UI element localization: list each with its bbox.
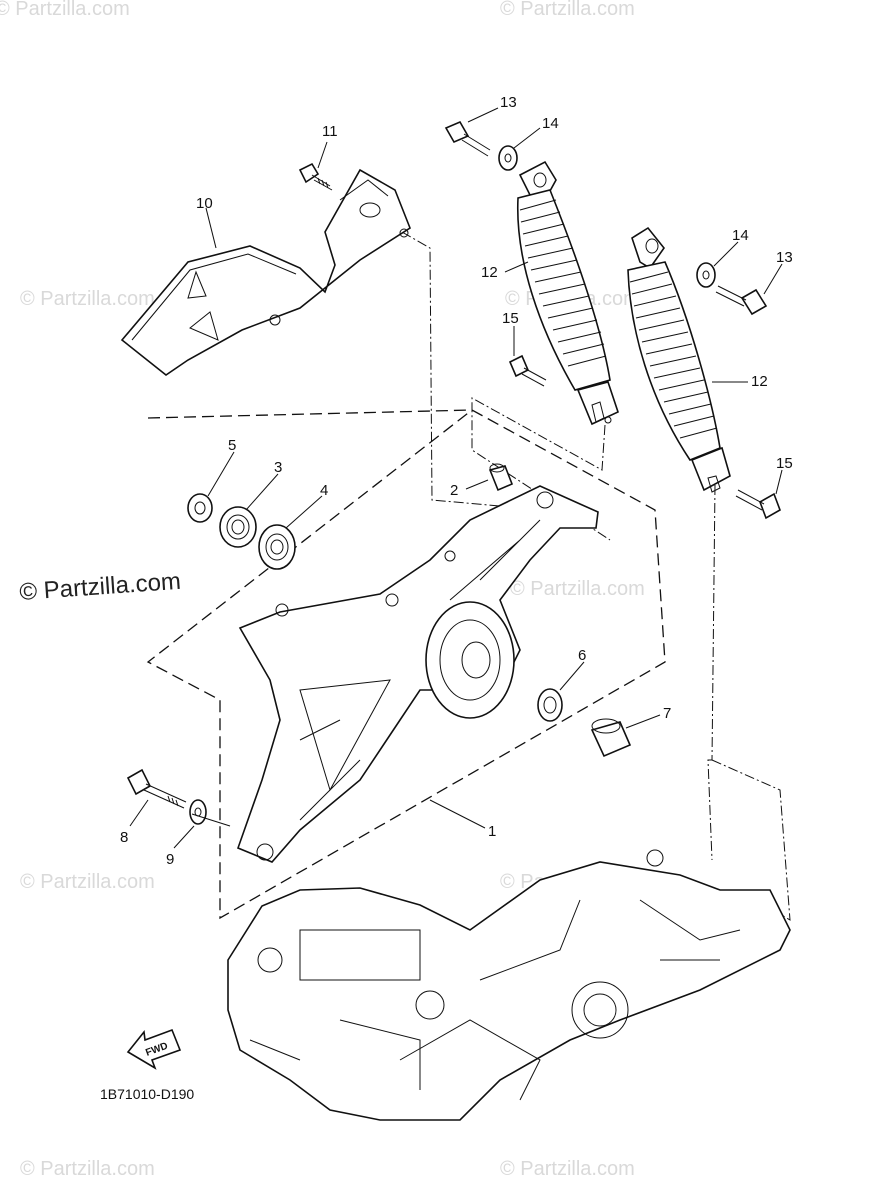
fwd-arrow-icon: FWD <box>126 1028 182 1070</box>
watermark: © Partzilla.com <box>510 578 645 600</box>
assembly-boundary <box>146 409 666 920</box>
part-15-bolt-left <box>508 354 547 387</box>
callout-3: 3 <box>274 459 282 476</box>
part-9-washer <box>189 799 207 825</box>
callout-leaders <box>129 107 783 849</box>
callout-10: 10 <box>196 195 213 212</box>
callout-12-right: 12 <box>751 373 768 390</box>
callout-numbers: 11 10 13 14 12 15 14 13 12 15 2 5 3 4 6 … <box>120 94 793 868</box>
callout-15-right: 15 <box>776 455 793 472</box>
callout-13-upper: 13 <box>500 94 517 111</box>
part-14-washer-right <box>696 262 716 288</box>
callout-7: 7 <box>663 705 671 722</box>
callout-14-upper: 14 <box>542 115 559 132</box>
part-6-washer <box>537 688 563 722</box>
part-14-washer-upper <box>498 145 518 171</box>
part-7-collar <box>590 718 632 758</box>
callout-4: 4 <box>320 482 328 499</box>
watermark-main: © Partzilla.com <box>19 568 182 606</box>
callout-6: 6 <box>578 647 586 664</box>
part-8-bolt <box>126 768 187 809</box>
callout-2: 2 <box>450 482 458 499</box>
part-5-collar <box>187 493 213 523</box>
part-2-collar <box>488 463 514 492</box>
callout-11: 11 <box>322 123 338 140</box>
part-15-bolt-right <box>735 489 781 520</box>
part-10-shield <box>120 168 411 376</box>
part-4-bearing <box>258 524 296 570</box>
callout-8: 8 <box>120 829 128 846</box>
part-1-rear-arm <box>236 485 599 863</box>
watermark: © Partzilla.com <box>500 0 635 20</box>
callout-15-left: 15 <box>502 310 519 327</box>
callout-12-left: 12 <box>481 264 498 281</box>
watermark: © Partzilla.com <box>20 1158 155 1180</box>
callout-14-right: 14 <box>732 227 749 244</box>
callout-5: 5 <box>228 437 236 454</box>
watermark: © Partzilla.com <box>20 288 155 310</box>
part-12-shock-right <box>627 226 731 493</box>
watermark: © Partzilla.com <box>20 871 155 893</box>
part-13-bolt-right <box>715 285 768 316</box>
watermark: © Partzilla.com <box>500 1158 635 1180</box>
callout-13-right: 13 <box>776 249 793 266</box>
watermark: © Partzilla.com <box>0 0 130 20</box>
crankcase <box>227 849 791 1121</box>
callout-9: 9 <box>166 851 174 868</box>
part-3-oil-seal <box>219 506 257 548</box>
part-11-bolt <box>298 162 333 191</box>
drawing-code: 1B71010-D190 <box>100 1086 194 1102</box>
part-12-shock-left <box>516 160 619 426</box>
callout-1: 1 <box>488 823 496 840</box>
part-13-bolt-upper <box>444 120 491 157</box>
